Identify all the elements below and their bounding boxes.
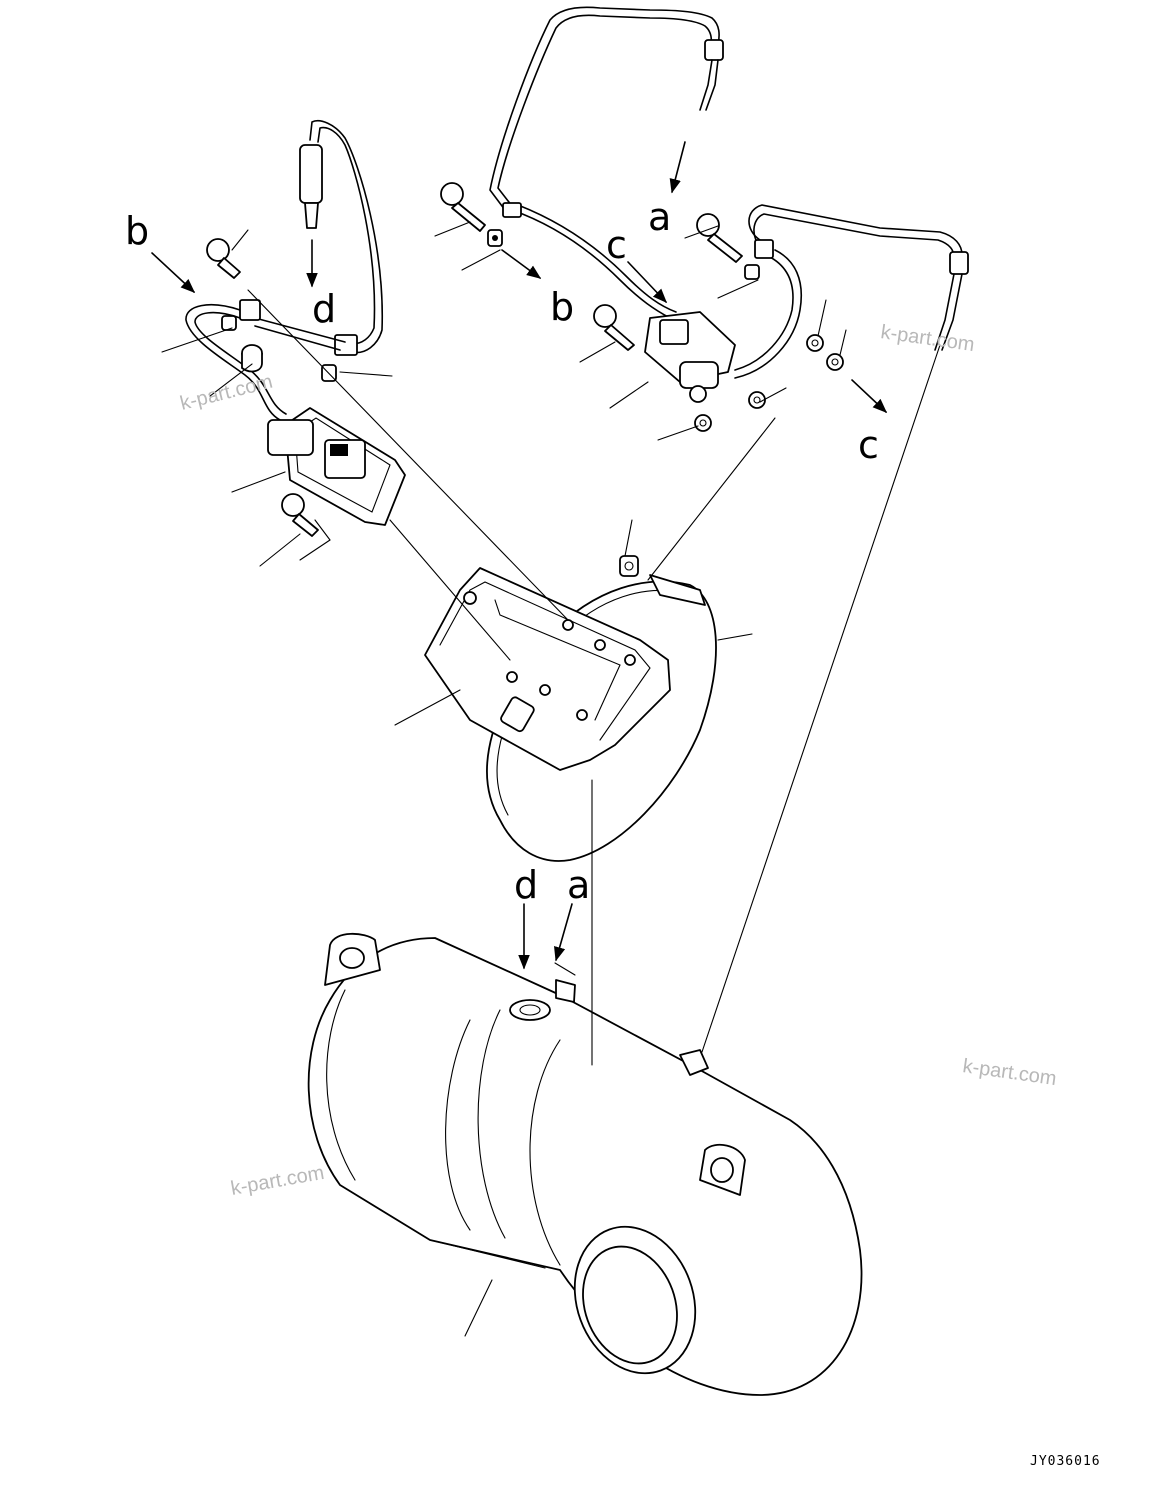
callout-d-top: d — [312, 287, 336, 331]
spacer-collar — [241, 344, 263, 373]
callout-a-top: a — [648, 195, 671, 239]
nut-1 — [806, 334, 824, 352]
bolt-nox-unit — [281, 493, 319, 537]
watermark-2: k-part.com — [178, 371, 275, 415]
nox-sensor-control-unit — [267, 407, 406, 526]
drawing-code: JY036016 — [1030, 1454, 1101, 1469]
direction-arrows — [151, 141, 888, 970]
bolt-c-upper — [696, 213, 743, 263]
callout-a-bottom: a — [567, 863, 590, 907]
exhaust-temperature-sensor-harness — [487, 6, 724, 319]
nox-sensor-harness — [185, 299, 346, 421]
callout-b-left: b — [125, 209, 149, 253]
exhaust-pressure-sensor-harness — [734, 204, 969, 379]
callout-b-right: b — [550, 285, 574, 329]
bolt-a-upper — [440, 182, 486, 232]
exhaust-muffler-body — [307, 932, 863, 1396]
callout-c-right: c — [858, 423, 879, 467]
callout-d-bottom: d — [514, 863, 538, 907]
pressure-sensor-module — [644, 311, 736, 403]
nut-2 — [826, 353, 844, 371]
bolt-nox-upper — [206, 238, 241, 279]
leader-lines — [161, 221, 941, 1337]
watermark-4: k-part.com — [229, 1162, 326, 1200]
watermark-3: k-part.com — [961, 1055, 1058, 1090]
watermark-1: k-part.com — [879, 321, 976, 356]
bolt-module-mount — [593, 304, 635, 351]
callout-c-top: c — [606, 223, 627, 267]
nut-4 — [694, 414, 712, 432]
nut-3 — [748, 391, 766, 409]
